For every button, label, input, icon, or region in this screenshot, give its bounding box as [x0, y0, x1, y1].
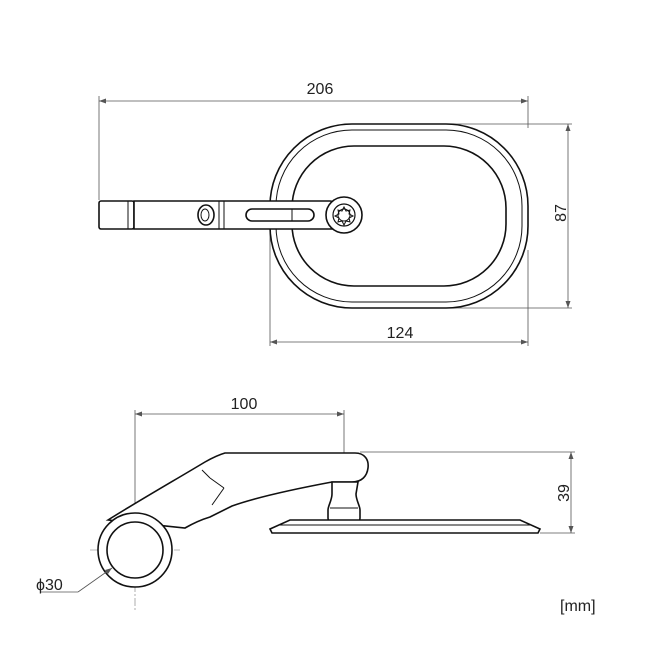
- mirror-width-label: 124: [387, 325, 414, 342]
- top-view: 206 87 124: [98, 81, 572, 346]
- dimension-side-height: 39: [360, 451, 575, 534]
- mirror-arm: [98, 196, 363, 234]
- dimension-overall-width: 206: [98, 81, 529, 200]
- side-height-label: 39: [556, 484, 573, 502]
- dimension-mirror-width: 124: [269, 200, 529, 346]
- dimension-height: 87: [440, 123, 572, 309]
- swivel-stem: [327, 481, 361, 525]
- reach-label: 100: [231, 396, 258, 413]
- clamp-diameter-label: ϕ30: [36, 577, 63, 594]
- mirror-plate: [268, 519, 542, 534]
- dimension-reach: 100: [134, 396, 345, 530]
- side-arm: [105, 452, 369, 529]
- units-label: [mm]: [560, 598, 596, 615]
- overall-width-label: 206: [307, 81, 334, 98]
- height-label: 87: [553, 204, 570, 222]
- dimension-clamp-diameter: ϕ30: [36, 567, 113, 594]
- side-view: 100 39: [36, 396, 575, 610]
- clamp-ring: [97, 512, 173, 588]
